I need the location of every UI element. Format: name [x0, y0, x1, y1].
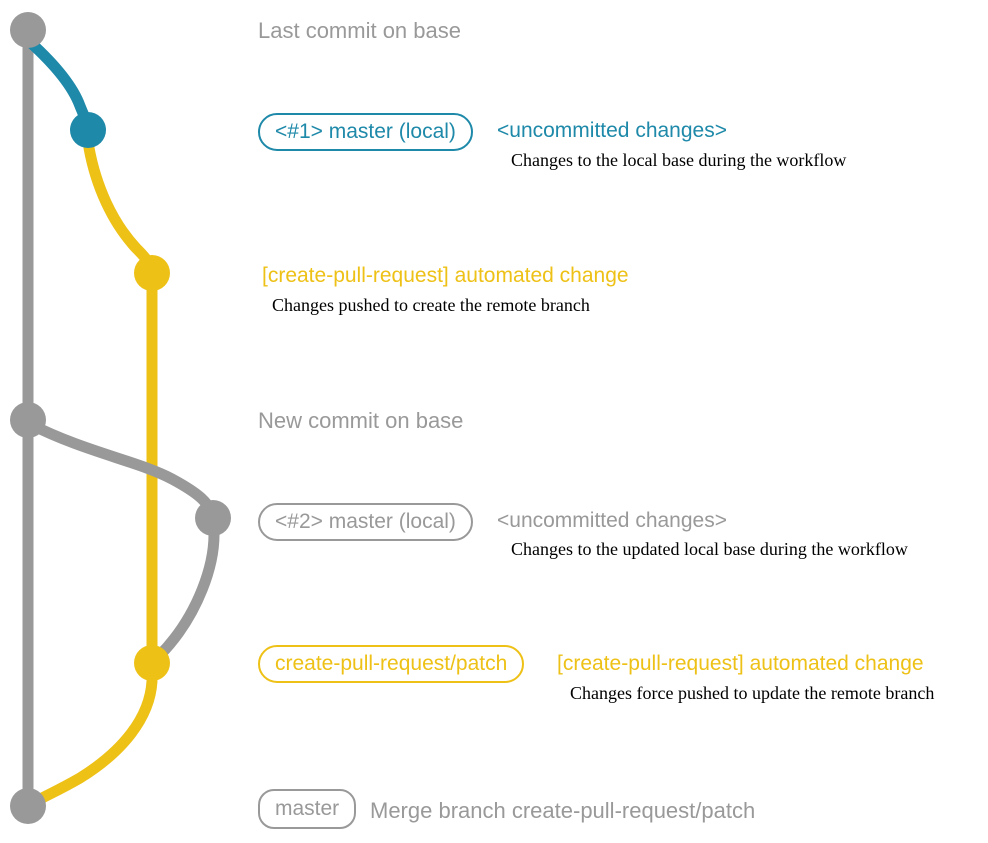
automated-change-2-title: [create-pull-request] automated change: [557, 652, 924, 675]
yellow-merge-edge: [24, 675, 158, 811]
branch-label-master-local-1: <#1> master (local): [258, 113, 473, 151]
uncommitted-changes-1-title: <uncommitted changes>: [497, 119, 727, 142]
commit-node-new-base: [10, 402, 46, 438]
merge-commit-title: Merge branch create-pull-request/patch: [370, 798, 756, 823]
new-commit-label: New commit on base: [258, 408, 464, 433]
uncommitted-changes-2-note: Changes to the updated local base during…: [511, 539, 908, 559]
gray-branch-edge-in: [154, 514, 220, 661]
branch-label-master-local-2: <#2> master (local): [258, 503, 473, 541]
commit-node-automated-change: [134, 255, 170, 291]
gray-branch-edge-out: [24, 418, 219, 523]
uncommitted-changes-2-title: <uncommitted changes>: [497, 509, 727, 532]
commit-node-last-base: [10, 12, 46, 48]
automated-change-1-title: [create-pull-request] automated change: [262, 264, 629, 287]
commit-node-force-pushed: [134, 645, 170, 681]
commit-node-uncommitted-2: [195, 500, 231, 536]
branch-label-create-pull-request-patch: create-pull-request/patch: [258, 645, 525, 683]
commit-node-merge: [10, 788, 46, 824]
commit-node-uncommitted-1: [70, 112, 106, 148]
automated-change-2-note: Changes force pushed to update the remot…: [570, 683, 935, 703]
branch-label-master: master: [258, 789, 357, 829]
yellow-branch-edge-upper: [83, 142, 158, 280]
last-commit-label: Last commit on base: [258, 18, 461, 43]
uncommitted-changes-1-note: Changes to the local base during the wor…: [511, 150, 847, 170]
automated-change-1-note: Changes pushed to create the remote bran…: [272, 295, 590, 315]
